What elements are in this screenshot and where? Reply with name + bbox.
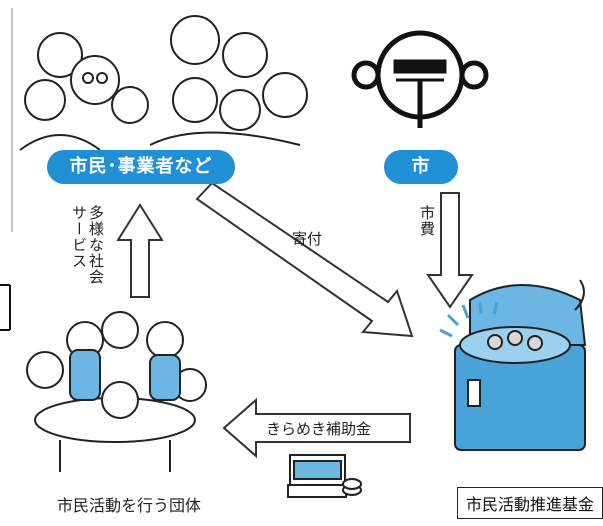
city-node-label: 市 — [384, 150, 458, 184]
citizens-node-label: 市民･事業者など — [47, 150, 235, 184]
donation-arrow — [195, 181, 414, 338]
groups-node-label: 市民活動を行う団体 — [57, 496, 202, 515]
treasure-chest-icon — [439, 279, 587, 451]
grant-label: きらめき補助金 — [266, 420, 372, 438]
city-emblem-icon — [351, 30, 489, 128]
grant-arrow — [222, 397, 411, 459]
diverse-services-label: 多様な社会サービス — [70, 205, 105, 285]
fund-node-label: 市民活動推進基金 — [457, 487, 603, 519]
groups-illustration — [26, 311, 207, 472]
donation-label: 寄付 — [292, 230, 323, 248]
services-arrow — [116, 203, 164, 298]
city-funds-arrow — [426, 192, 474, 309]
citizens-illustration — [19, 15, 308, 151]
city-funds-label: 市費 — [418, 205, 436, 237]
money-stack-icon — [287, 454, 362, 498]
